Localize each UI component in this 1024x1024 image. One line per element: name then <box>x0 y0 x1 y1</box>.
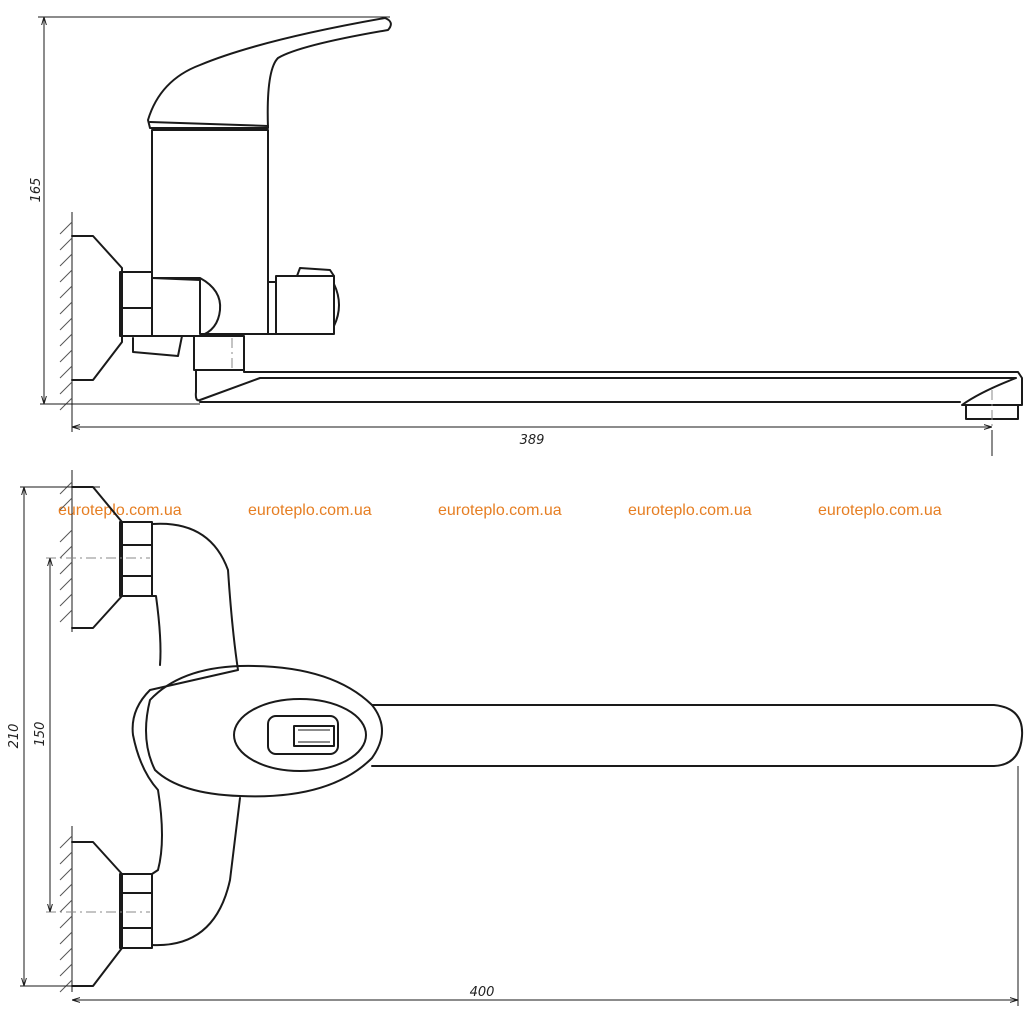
wall-hatch-top-upper <box>59 470 73 632</box>
dimension-label-150: 150 <box>33 722 48 747</box>
side-view: 165 389 <box>29 16 1023 456</box>
dimension-length-side: 389 <box>71 408 993 456</box>
dimension-label-165: 165 <box>29 178 44 203</box>
hex-nut-side <box>119 271 153 337</box>
watermark-1: euroteplo.com.ua <box>58 502 182 519</box>
dimension-height-side: 165 <box>29 16 390 404</box>
spout-top <box>371 704 1024 767</box>
handle-base-oval <box>145 664 383 798</box>
watermark-4: euroteplo.com.ua <box>628 502 752 519</box>
watermark-3: euroteplo.com.ua <box>438 502 562 519</box>
wall-hatch-side <box>59 212 73 411</box>
eccentric-connector-side <box>151 277 222 337</box>
outlet-block-side <box>193 335 245 371</box>
lever-handle-side <box>147 17 392 129</box>
dimension-label-400: 400 <box>470 985 495 1000</box>
hex-nut-top-lower <box>119 873 153 949</box>
handle-cartridge <box>293 725 335 747</box>
watermark-row: euroteplo.com.ua euroteplo.com.ua eurote… <box>58 502 942 519</box>
dimension-label-210: 210 <box>7 724 22 749</box>
lower-fitting-side <box>132 335 183 357</box>
dimension-label-389: 389 <box>520 433 545 448</box>
wall-hatch-top-lower <box>59 826 73 993</box>
hex-nut-top-upper <box>119 521 153 597</box>
mixer-body-top <box>131 522 241 947</box>
handle-slot <box>267 715 339 755</box>
escutcheon-top-lower <box>71 841 123 987</box>
dimension-length-top: 400 <box>72 766 1019 1006</box>
dimension-height-front: 210 <box>7 486 100 987</box>
spout-side <box>194 369 1023 406</box>
watermark-5: euroteplo.com.ua <box>818 502 942 519</box>
handle-inner-oval <box>233 698 367 772</box>
escutcheon-side <box>71 235 123 381</box>
watermark-2: euroteplo.com.ua <box>248 502 372 519</box>
diverter-knob-side <box>275 267 340 335</box>
mixer-body-side <box>151 129 269 335</box>
top-view: 210 150 400 <box>7 470 1024 1006</box>
dimension-centers: 150 <box>33 558 50 912</box>
